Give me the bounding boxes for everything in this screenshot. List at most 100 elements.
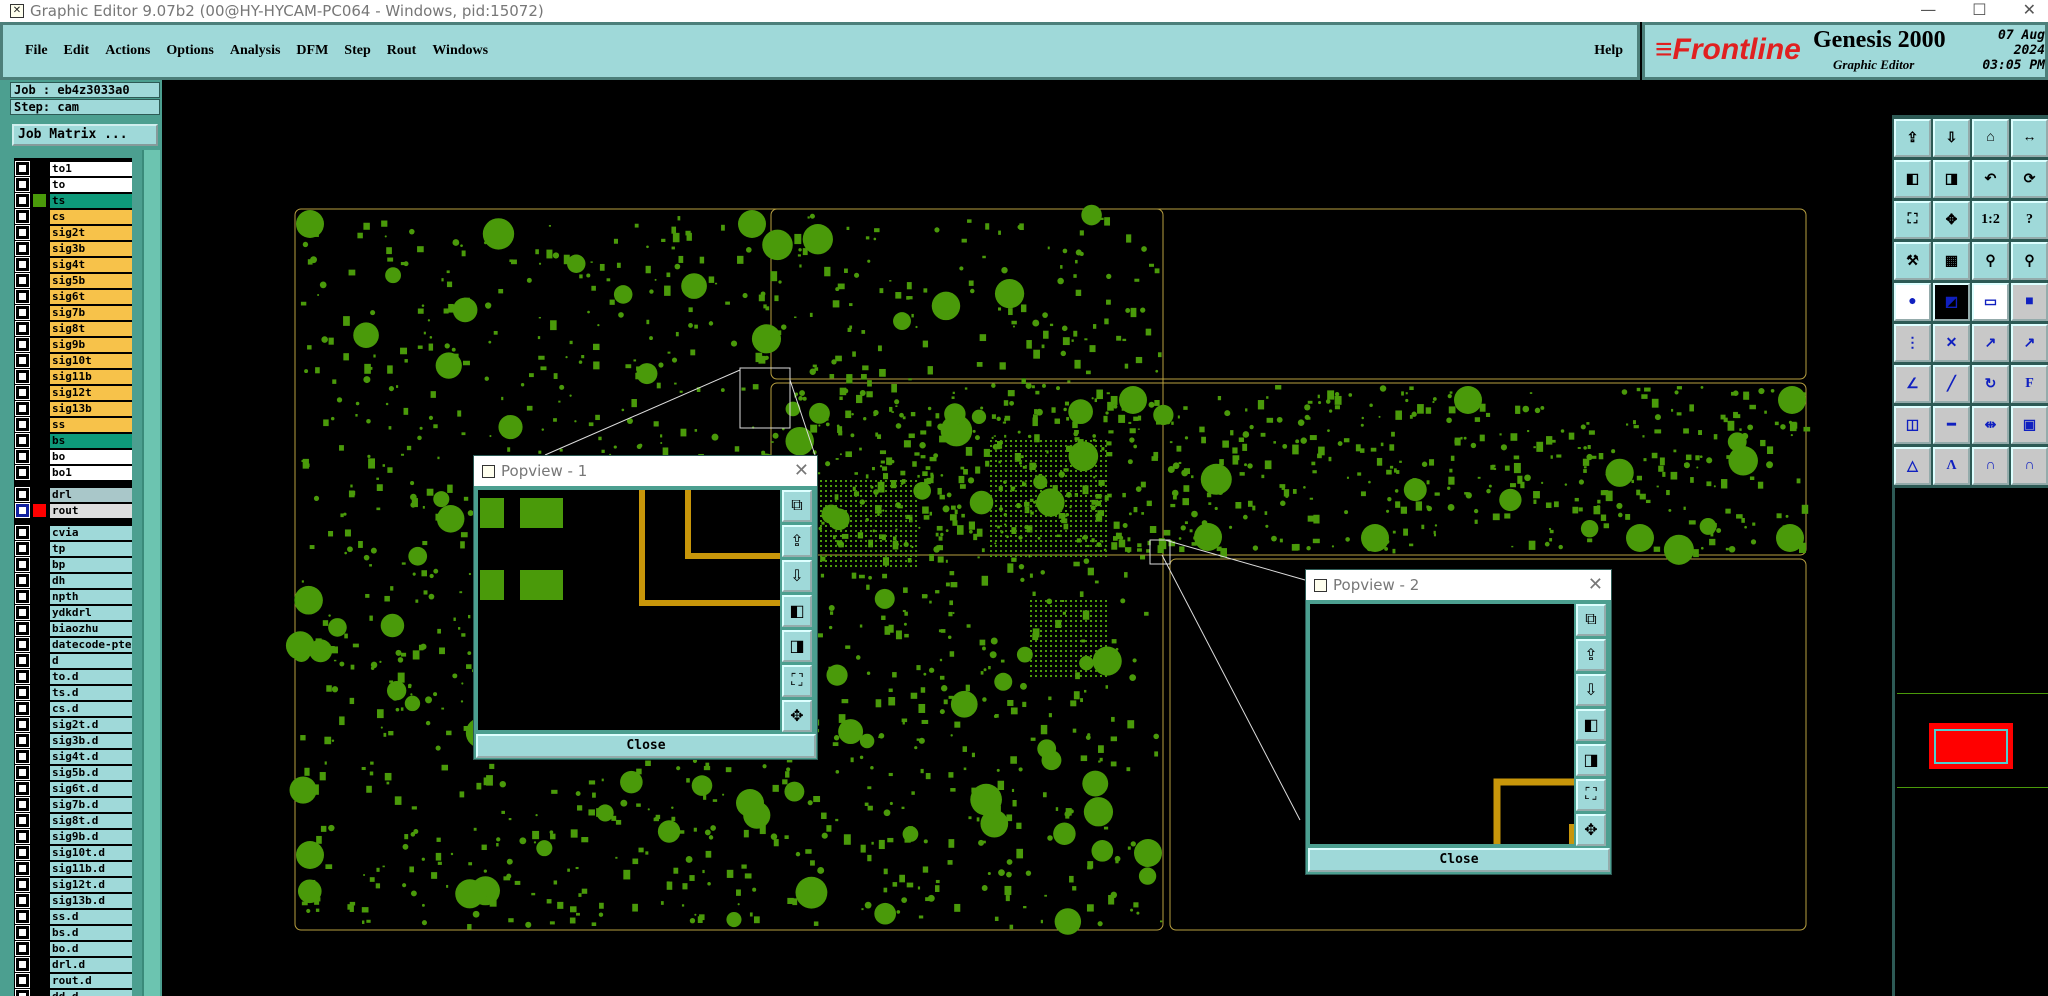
layer-checkbox[interactable] xyxy=(15,225,30,240)
doc-layer-row[interactable]: d xyxy=(14,653,132,669)
layer-checkbox[interactable] xyxy=(15,273,30,288)
popview-close-button[interactable]: Close xyxy=(476,734,816,758)
minimize-button[interactable]: — xyxy=(1920,0,1937,19)
pan-right-icon[interactable]: ◨ xyxy=(782,630,812,662)
layer-checkbox[interactable] xyxy=(15,177,30,192)
layer-checkbox[interactable] xyxy=(15,669,30,684)
doc-layer-row[interactable]: bp xyxy=(14,557,132,573)
spacing-icon[interactable]: ⇹ xyxy=(1972,406,2009,444)
layer-row[interactable]: bs xyxy=(14,433,132,449)
layer-checkbox[interactable] xyxy=(15,749,30,764)
doc-layer-row[interactable]: sig4t.d xyxy=(14,749,132,765)
pan-left-icon[interactable]: ◧ xyxy=(1894,160,1931,198)
close-window-button[interactable]: ✕ xyxy=(2022,0,2036,19)
layer-checkbox[interactable] xyxy=(15,385,30,400)
layer-checkbox[interactable] xyxy=(15,717,30,732)
layer-checkbox[interactable] xyxy=(15,637,30,652)
arc-icon[interactable]: Λ xyxy=(1933,447,1970,485)
zoom-ratio-icon[interactable]: 1:2 xyxy=(1972,201,2009,239)
move-pad-icon[interactable]: ◫ xyxy=(1894,406,1931,444)
zoom-in-icon[interactable]: ✥ xyxy=(782,700,812,732)
layer-checkbox[interactable] xyxy=(15,449,30,464)
doc-layer-row[interactable]: ss.d xyxy=(14,909,132,925)
layer-row[interactable]: sig11b xyxy=(14,369,132,385)
doc-layer-row[interactable]: npth xyxy=(14,589,132,605)
pan-up-icon[interactable]: ⇪ xyxy=(1576,639,1606,671)
layer-checkbox[interactable] xyxy=(15,161,30,176)
open-step-icon[interactable]: ⇪ xyxy=(1894,119,1931,157)
doc-layer-row[interactable]: tp xyxy=(14,541,132,557)
segment-icon[interactable]: ━ xyxy=(1933,406,1970,444)
layer-checkbox[interactable] xyxy=(15,989,30,996)
pan-down-icon[interactable]: ⇩ xyxy=(782,560,812,592)
doc-layer-row[interactable]: biaozhu xyxy=(14,621,132,637)
job-matrix-button[interactable]: Job Matrix ... xyxy=(12,124,158,146)
layer-checkbox[interactable] xyxy=(15,289,30,304)
layer-row[interactable]: sig3b xyxy=(14,241,132,257)
layer-row[interactable]: sig9b xyxy=(14,337,132,353)
popview-close-icon[interactable]: ✕ xyxy=(793,460,809,480)
menu-options[interactable]: Options xyxy=(166,43,214,58)
layer-row[interactable]: sig6t xyxy=(14,289,132,305)
pan-icon[interactable]: ↔ xyxy=(2011,119,2048,157)
layer-row[interactable]: sig8t xyxy=(14,321,132,337)
doc-layer-row[interactable]: bo.d xyxy=(14,941,132,957)
layer-list-scrollbar[interactable] xyxy=(142,150,160,996)
layer-checkbox[interactable] xyxy=(15,337,30,352)
menu-dfm[interactable]: DFM xyxy=(296,43,329,58)
move-icon[interactable]: ↗ xyxy=(1972,324,2009,362)
layer-checkbox[interactable] xyxy=(15,487,30,502)
layer-checkbox[interactable] xyxy=(15,765,30,780)
menu-edit[interactable]: Edit xyxy=(63,43,90,58)
redraw-icon[interactable]: ⟳ xyxy=(2011,160,2048,198)
net-highlight-2-icon[interactable]: ⚲ xyxy=(2011,242,2048,280)
layer-checkbox[interactable] xyxy=(15,401,30,416)
home-icon[interactable]: ⌂ xyxy=(1972,119,2009,157)
layer-row[interactable]: bo1 xyxy=(14,465,132,481)
doc-layer-row[interactable]: sig13b.d xyxy=(14,893,132,909)
layer-checkbox[interactable] xyxy=(15,909,30,924)
doc-layer-row[interactable]: sig9b.d xyxy=(14,829,132,845)
layer-checkbox[interactable] xyxy=(15,797,30,812)
overview-viewport[interactable] xyxy=(1934,729,2008,764)
arc2-icon[interactable]: ∩ xyxy=(1972,447,2009,485)
zoom-out-icon[interactable]: ⛶ xyxy=(1576,779,1606,811)
layer-row[interactable]: sig4t xyxy=(14,257,132,273)
doc-layer-row[interactable]: sig7b.d xyxy=(14,797,132,813)
layer-checkbox[interactable] xyxy=(15,557,30,572)
help-icon[interactable]: ? xyxy=(2011,201,2048,239)
layer-checkbox[interactable] xyxy=(15,813,30,828)
layer-row[interactable]: sig7b xyxy=(14,305,132,321)
layer-checkbox[interactable] xyxy=(15,829,30,844)
doc-layer-row[interactable]: sig2t.d xyxy=(14,717,132,733)
layer-checkbox[interactable] xyxy=(15,541,30,556)
doc-layer-row[interactable]: datecode-pte xyxy=(14,637,132,653)
rotate-icon[interactable]: ↻ xyxy=(1972,365,2009,403)
menu-windows[interactable]: Windows xyxy=(432,43,489,58)
graphic-canvas[interactable] xyxy=(162,80,1892,996)
maximize-button[interactable]: ☐ xyxy=(1972,0,1987,19)
line-angle-icon[interactable]: ∠ xyxy=(1894,365,1931,403)
grid-icon[interactable]: ▦ xyxy=(1933,242,1970,280)
popview-sync-icon[interactable]: ⧉ xyxy=(1576,604,1606,636)
layer-row[interactable]: sig10t xyxy=(14,353,132,369)
layer-row[interactable]: bo xyxy=(14,449,132,465)
popview-canvas[interactable] xyxy=(478,490,780,730)
layer-checkbox[interactable] xyxy=(15,685,30,700)
doc-layer-row[interactable]: sig3b.d xyxy=(14,733,132,749)
menu-rout[interactable]: Rout xyxy=(386,43,417,58)
layer-checkbox[interactable] xyxy=(15,353,30,368)
layer-checkbox[interactable] xyxy=(15,417,30,432)
connect-icon[interactable]: ⋮ xyxy=(1894,324,1931,362)
layer-checkbox[interactable] xyxy=(15,973,30,988)
pan-right-icon[interactable]: ◨ xyxy=(1933,160,1970,198)
layer-checkbox[interactable] xyxy=(15,257,30,272)
menu-analysis[interactable]: Analysis xyxy=(229,43,281,58)
triangle-icon[interactable]: △ xyxy=(1894,447,1931,485)
mirror-icon[interactable]: F xyxy=(2011,365,2048,403)
layer-checkbox[interactable] xyxy=(15,369,30,384)
pan-left-icon[interactable]: ◧ xyxy=(782,595,812,627)
pan-up-icon[interactable]: ⇪ xyxy=(782,525,812,557)
menu-help[interactable]: Help xyxy=(1594,43,1623,58)
doc-layer-row[interactable]: bs.d xyxy=(14,925,132,941)
